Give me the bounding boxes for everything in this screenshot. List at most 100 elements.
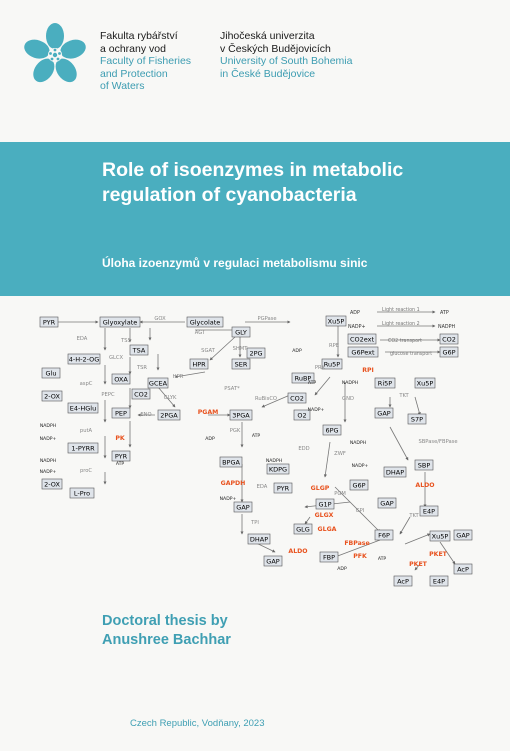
- node-xu5pa: Xu5P: [325, 315, 347, 327]
- label-shmt: SHMT: [233, 346, 249, 352]
- node-gap-right: GAP: [453, 529, 473, 541]
- faculty-flower-logo: [24, 23, 86, 83]
- diagram-legend: ADP Light reaction 1 ATP NADP+ Light rea…: [348, 307, 455, 357]
- faculty-en-line3: of Waters: [100, 80, 145, 92]
- node-glg: GLG: [293, 523, 313, 535]
- label-sbpase-fbpase: SBPase/FBPase: [418, 439, 457, 445]
- node-ox2b-label: 2-OX: [44, 481, 60, 489]
- node-acp-right: AcP: [453, 563, 473, 575]
- node-pyr1-label: PYR: [43, 319, 56, 327]
- node-pyr2-label: PYR: [115, 453, 128, 461]
- node-e4hglu-label: E4-HGlu: [70, 405, 96, 413]
- node-ru5p: Ru5P: [321, 358, 343, 370]
- node-pyrr-label: 1-PYRR: [71, 445, 95, 453]
- node-e4pb: E4P: [429, 575, 449, 587]
- label-pepc: PEPC: [101, 392, 115, 398]
- node-pep-label: PEP: [115, 410, 127, 418]
- legend-glucose-transport: glucose transport: [390, 351, 432, 357]
- node-gcea: GCEA: [147, 377, 169, 389]
- node-gap-right-label: GAP: [456, 532, 469, 540]
- node-glycolate: Glycolate: [186, 316, 224, 328]
- node-xu5pc: Xu5P: [429, 530, 451, 542]
- node-ser-label: SER: [235, 361, 248, 369]
- enzyme-rpi: RPI: [362, 367, 374, 374]
- label-eda-2: EDA: [257, 484, 268, 490]
- node-s7p-label: S7P: [411, 416, 423, 424]
- node-s7p: S7P: [407, 413, 427, 425]
- node-pyr2: PYR: [111, 450, 131, 462]
- node-g6p: G6P: [349, 479, 369, 491]
- node-e4hglu: E4-HGlu: [67, 402, 99, 414]
- node-ru5p-label: Ru5P: [324, 361, 340, 369]
- cofactor-adp-2: ADP: [292, 348, 302, 354]
- label-rpe: RPE: [329, 343, 339, 349]
- label-pgm: PGM: [334, 491, 346, 497]
- label-glyk: GLYK: [164, 395, 177, 401]
- node-co2c: CO2: [439, 333, 459, 345]
- node-bpga-label: BPGA: [222, 459, 240, 467]
- label-tpi: TPI: [250, 520, 259, 526]
- node-pga2: 2PGA: [157, 409, 181, 421]
- university-cz-line1: Jihočeská univerzita: [220, 30, 315, 42]
- faculty-name-block: Fakulta rybářství a ochrany vod Faculty …: [100, 30, 212, 93]
- node-ox2a: 2-OX: [41, 390, 63, 402]
- node-pg6-label: 6PG: [325, 427, 338, 435]
- node-glycolate-label: Glycolate: [190, 319, 221, 327]
- node-dhapa: DHAP: [383, 466, 407, 478]
- node-sbp-label: SBP: [418, 462, 431, 470]
- cofactor-nadp-3: NADP+: [220, 496, 237, 502]
- metabolic-pathway-diagram: PYR Glyoxylate Glycolate GLY HPR SER 2PG…: [30, 302, 498, 594]
- thesis-title-line2: regulation of cyanobacteria: [102, 184, 357, 206]
- node-g1p-label: G1P: [318, 501, 331, 509]
- enzyme-fbpase: FBPase: [344, 540, 369, 547]
- node-xu5pa-label: Xu5P: [328, 318, 345, 326]
- label-eno: ENO: [140, 412, 151, 418]
- node-gapa: GAP: [374, 407, 394, 419]
- node-pyr3-label: PYR: [277, 485, 290, 493]
- enzyme-aldo-1: ALDO: [288, 548, 307, 555]
- cofactor-nadph-5: NADPH: [350, 440, 366, 446]
- node-xu5pc-label: Xu5P: [432, 533, 449, 541]
- enzyme-glgp: GLGP: [311, 485, 330, 492]
- cofactor-labels: NADPH NADP+ NADPH NADP+ NADPH NADP+ NADP…: [40, 348, 387, 572]
- node-sbp: SBP: [414, 459, 434, 471]
- node-e4p-label: E4P: [423, 508, 435, 516]
- node-pyrr: 1-PYRR: [67, 442, 99, 454]
- node-gapc-label: GAP: [266, 558, 279, 566]
- enzyme-glga: GLGA: [318, 526, 337, 533]
- label-tsr: TSR: [136, 365, 147, 371]
- node-o2-label: O2: [297, 412, 306, 420]
- node-h2og: 4-H-2-OG: [67, 353, 101, 365]
- node-g6pext: G6Pext: [347, 346, 379, 358]
- cofactor-nadph-3: NADPH: [266, 458, 282, 464]
- cofactor-nadph-4: NADPH: [342, 380, 358, 386]
- faculty-cz-line2: a ochrany vod: [100, 42, 166, 55]
- node-gcea-label: GCEA: [149, 380, 168, 388]
- cofactor-nadph-1: NADPH: [40, 423, 56, 429]
- node-ox2a-label: 2-OX: [44, 393, 60, 401]
- label-rubisco: RuBisCO: [255, 396, 277, 402]
- enzyme-gapdh: GAPDH: [221, 480, 246, 487]
- author-name: Anushree Bachhar: [102, 632, 231, 648]
- node-kdpg-label: KDPG: [269, 466, 287, 474]
- node-g6pc-label: G6P: [442, 349, 455, 357]
- footer-location-year: Czech Republic, Vodňany, 2023: [130, 718, 265, 729]
- node-pyr1: PYR: [39, 316, 59, 328]
- cofactor-atp-1: ATP: [252, 433, 261, 439]
- node-pg2: 2PG: [246, 347, 266, 359]
- label-puta: putA: [80, 428, 93, 434]
- pathway-svg: PYR Glyoxylate Glycolate GLY HPR SER 2PG…: [39, 307, 473, 587]
- node-hpr-label: HPR: [192, 361, 206, 369]
- node-acp-right-label: AcP: [457, 566, 469, 574]
- node-glu-label: Glu: [46, 370, 57, 378]
- legend-co2-transport: CO2 transport: [388, 338, 422, 344]
- node-dhapb-label: DHAP: [250, 536, 268, 544]
- cofactor-atp-2: ATP: [308, 380, 317, 386]
- node-e4pb-label: E4P: [433, 578, 445, 586]
- node-g6pext-label: G6Pext: [351, 349, 375, 357]
- node-pga3-label: 3PGA: [232, 412, 250, 420]
- label-prk: PRK: [315, 365, 326, 371]
- faculty-en-line1: Faculty of Fisheries: [100, 55, 192, 67]
- legend-light-reaction-2: Light reaction 2: [382, 321, 420, 327]
